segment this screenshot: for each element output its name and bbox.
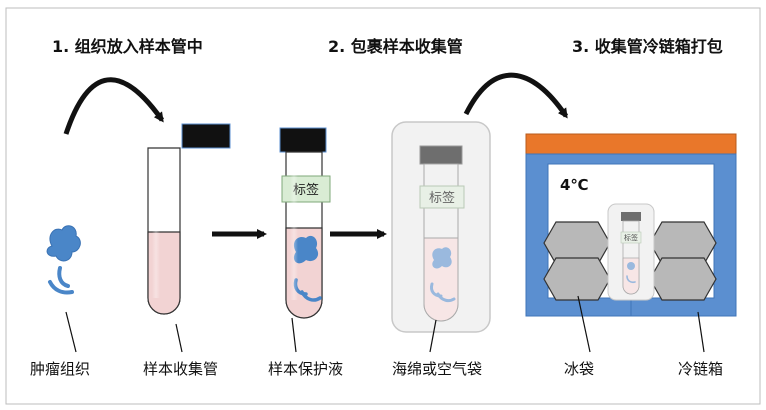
cold-box-lid <box>525 133 737 155</box>
step2-title: 2. 包裹样本收集管 <box>328 37 463 56</box>
temperature-label: 4℃ <box>560 176 589 194</box>
step1-title: 1. 组织放入样本管中 <box>52 37 203 56</box>
label-foam-bag: 海绵或空气袋 <box>392 360 482 378</box>
foam-bag-small <box>607 203 655 301</box>
tube-cap-icon <box>181 123 231 149</box>
tube-label-text: 标签 <box>429 190 455 206</box>
label-ice-pack: 冰袋 <box>564 360 594 378</box>
curved-arrow-icon <box>63 77 165 135</box>
ice-pack-icon <box>649 257 717 301</box>
tissue-icon <box>46 225 81 295</box>
curved-arrow-icon <box>463 72 569 119</box>
tube-cap-icon <box>419 145 463 165</box>
tube-cap-icon <box>279 127 327 153</box>
tube-cap-icon <box>621 212 641 221</box>
sample-tube-open <box>147 123 231 315</box>
foam-bag: 标签 <box>391 121 491 333</box>
outer-frame <box>5 7 761 405</box>
label-cold-box: 冷链箱 <box>678 360 723 378</box>
step3-title: 3. 收集管冷链箱打包 <box>572 37 723 56</box>
foam-bag-outline <box>391 121 491 333</box>
tube-label <box>419 185 465 209</box>
sample-tube-with-preservative: 标签 <box>279 127 331 319</box>
pointer-lines <box>65 295 705 353</box>
tube-label <box>620 231 642 244</box>
ice-pack-icon <box>543 257 611 301</box>
cold-chain-box: 4℃ 标签 <box>525 133 737 317</box>
tube-label-text: 标签 <box>624 233 638 242</box>
label-tumor-tissue: 肿瘤组织 <box>30 360 90 378</box>
label-preservative: 样本保护液 <box>268 360 343 378</box>
tube-label-text: 标签 <box>293 182 319 198</box>
label-sample-tube: 样本收集管 <box>143 360 218 378</box>
